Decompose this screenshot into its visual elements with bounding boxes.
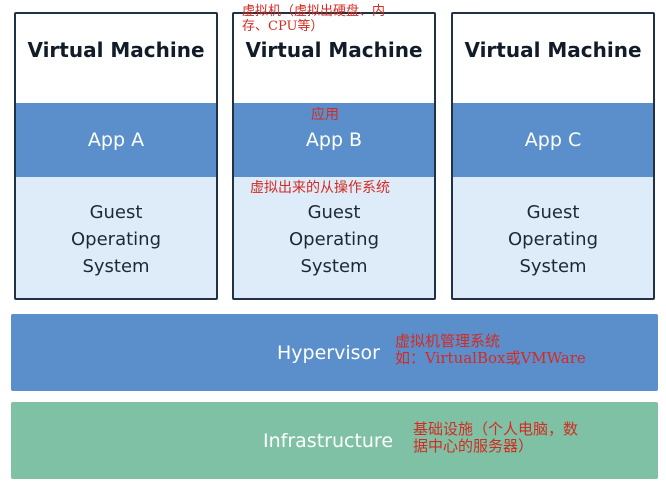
vm-box-c: Virtual Machine App C Guest Operating Sy… — [451, 12, 655, 300]
app-block-b: App B — [234, 103, 434, 177]
annotation-line: 虚拟机（虚拟出硬盘、内 — [242, 4, 386, 19]
guest-os-line: Guest — [89, 202, 143, 223]
app-label: App C — [524, 129, 582, 151]
guest-os-block-a: Guest Operating System — [16, 177, 216, 298]
annotation-line: 据中心的服务器） — [413, 437, 534, 455]
vm-title: Virtual Machine — [27, 38, 205, 62]
vm-title: Virtual Machine — [464, 38, 642, 62]
annotation-vm: 虚拟机（虚拟出硬盘、内 存、CPU等） — [242, 4, 385, 34]
vm-box-a: Virtual Machine App A Guest Operating Sy… — [14, 12, 218, 300]
guest-os-line: System — [519, 256, 587, 277]
guest-os-line: System — [82, 256, 150, 277]
app-label: App B — [305, 129, 363, 151]
guest-os-line: Operating — [289, 229, 379, 250]
guest-os-block-c: Guest Operating System — [453, 177, 653, 298]
app-block-a: App A — [16, 103, 216, 177]
app-block-c: App C — [453, 103, 653, 177]
vm-title: Virtual Machine — [245, 38, 423, 62]
hypervisor-label: Hypervisor — [277, 342, 380, 364]
annotation-line: 基础设施（个人电脑，数 — [413, 420, 579, 438]
guest-os-line: Operating — [71, 229, 161, 250]
guest-os-block-b: Guest Operating System — [234, 177, 434, 298]
annotation-line: 虚拟机管理系统 — [395, 332, 501, 350]
infrastructure-label: Infrastructure — [263, 430, 394, 452]
annotation-app: 应用 — [311, 107, 339, 123]
guest-os-line: Operating — [508, 229, 598, 250]
annotation-hypervisor: 虚拟机管理系统 如：VirtualBox或VMWare — [395, 333, 586, 367]
annotation-infrastructure: 基础设施（个人电脑，数 据中心的服务器） — [413, 421, 578, 455]
guest-os-line: Guest — [307, 202, 361, 223]
infrastructure-layer: Infrastructure — [11, 402, 658, 479]
annotation-line: 如：VirtualBox或VMWare — [395, 349, 586, 367]
annotation-line: 存、CPU等） — [242, 19, 324, 34]
guest-os-line: Guest — [526, 202, 580, 223]
guest-os-line: System — [300, 256, 368, 277]
annotation-guest-os: 虚拟出来的从操作系统 — [250, 180, 390, 196]
app-label: App A — [87, 129, 145, 151]
vm-box-b: Virtual Machine App B Guest Operating Sy… — [232, 12, 436, 300]
hypervisor-layer: Hypervisor — [11, 314, 658, 391]
